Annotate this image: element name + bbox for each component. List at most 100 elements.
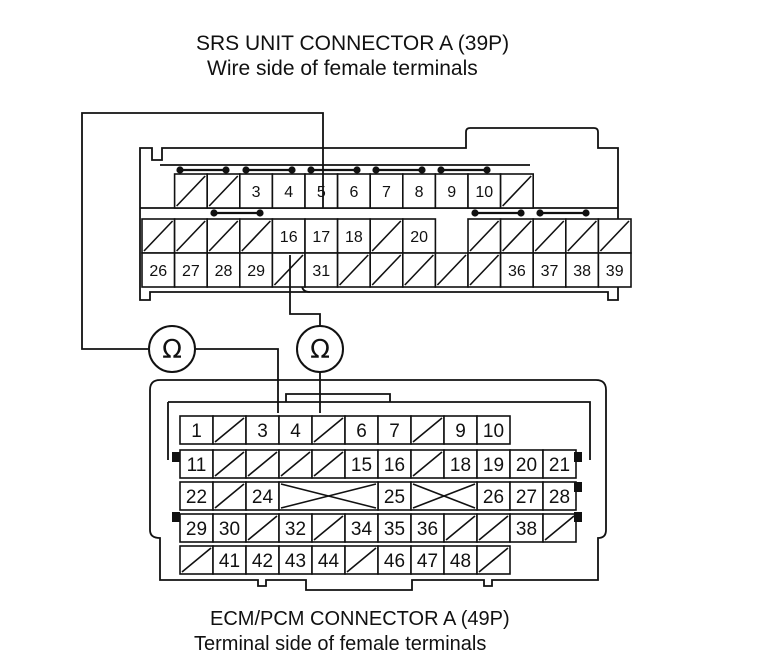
ecm-cell: 41 (212, 545, 247, 575)
ecm-cell: 15 (344, 449, 379, 479)
srs-pin-label: 8 (415, 184, 424, 201)
ecm-pin-label: 20 (516, 455, 537, 476)
ecm-cell: 20 (509, 449, 544, 479)
ecm-blank-slash (214, 417, 245, 443)
ecm-blank-slash (313, 515, 344, 541)
srs-blank-slash (599, 220, 630, 252)
ecm-cell: 1 (179, 415, 214, 445)
srs-cell: 39 (597, 252, 632, 288)
ecm-pin-label: 9 (455, 421, 466, 442)
srs-pin-label: 27 (182, 263, 200, 280)
srs-cell (336, 252, 372, 288)
ecm-cell: 34 (344, 513, 379, 543)
srs-cell (206, 173, 241, 209)
srs-short-bars (176, 166, 590, 217)
ecm-pin-label: 48 (450, 551, 471, 572)
ecm-pin-label: 38 (516, 519, 537, 540)
ecm-pin-label: 32 (285, 519, 306, 540)
ecm-cell (245, 449, 280, 479)
srs-cell (467, 218, 502, 254)
ecm-cell: 47 (410, 545, 445, 575)
ecm-cell: 18 (443, 449, 478, 479)
ecm-cell: 10 (476, 415, 511, 445)
srs-blank-slash (371, 220, 402, 252)
ecm-blank-slash (412, 417, 443, 443)
ecm-cell (410, 449, 445, 479)
ecm-cell: 16 (377, 449, 412, 479)
srs-pin-label: 36 (508, 263, 526, 280)
srs-blank-slash (502, 175, 532, 207)
ecm-cell: 29 (179, 513, 214, 543)
srs-blank-slash (273, 254, 304, 286)
ecm-cell: 6 (344, 415, 379, 445)
ecm-cell: 30 (212, 513, 247, 543)
ecm-pin-label: 3 (257, 421, 268, 442)
ecm-pin-label: 44 (318, 551, 340, 572)
srs-pin-label: 7 (382, 184, 391, 201)
srs-cell (173, 218, 209, 254)
srs-blank-slash (241, 220, 271, 252)
ecm-pin-label: 7 (389, 421, 400, 442)
srs-pin-label: 6 (349, 184, 358, 201)
ecm-pin-label: 1 (191, 421, 202, 442)
ecm-blank-slash (544, 515, 575, 541)
ecm-blank-slash (478, 547, 509, 573)
srs-pin-label: 38 (573, 263, 591, 280)
srs-cell (239, 218, 274, 254)
ecm-pin-label: 15 (351, 455, 372, 476)
srs-cell: 20 (401, 218, 437, 254)
ecm-pin-label: 21 (549, 455, 570, 476)
ecm-pin-label: 43 (285, 551, 306, 572)
ecm-pin-label: 4 (290, 421, 301, 442)
srs-pin-label: 17 (312, 229, 330, 246)
srs-pin-label: 10 (475, 184, 493, 201)
srs-pin-label: 31 (312, 263, 330, 280)
ecm-cell: 21 (542, 449, 577, 479)
srs-blank-slash (176, 175, 206, 207)
srs-cell: 3 (239, 173, 274, 209)
ohm-symbol-1: Ω (162, 335, 182, 365)
srs-cell (564, 218, 600, 254)
ecm-lock-marks (172, 452, 582, 522)
ecm-blank-slash (313, 451, 344, 477)
srs-blank-slash (534, 220, 565, 252)
srs-pin-label: 16 (280, 229, 298, 246)
srs-cell: 17 (304, 218, 339, 254)
ecm-pin-label: 22 (186, 487, 207, 508)
srs-pin-label: 29 (247, 263, 265, 280)
srs-pin-label: 4 (284, 184, 293, 201)
srs-cell (597, 218, 632, 254)
srs-cell: 27 (173, 252, 209, 288)
srs-cell (369, 252, 404, 288)
srs-cell: 5 (304, 173, 339, 209)
ecm-pin-label: 11 (187, 455, 207, 476)
srs-blank-slash (208, 220, 239, 252)
test-leads (81, 112, 324, 413)
ohmmeter-2[interactable]: Ω (296, 325, 344, 373)
srs-cell: 37 (532, 252, 567, 288)
srs-pin-label: 20 (410, 229, 428, 246)
ecm-cell: 48 (443, 545, 478, 575)
srs-blank-slash (404, 254, 434, 286)
ecm-cell: 9 (443, 415, 478, 445)
ecm-pin-label: 27 (516, 487, 537, 508)
ecm-pin-label: 29 (186, 519, 207, 540)
srs-cell (532, 218, 567, 254)
ecm-pin-label: 24 (252, 487, 274, 508)
ecm-pin-label: 41 (219, 551, 240, 572)
srs-cell: 38 (564, 252, 600, 288)
srs-pin-label: 9 (447, 184, 456, 201)
ecm-pin-label: 34 (351, 519, 373, 540)
ecm-cell (179, 545, 214, 575)
srs-cell: 16 (271, 218, 306, 254)
ohmmeter-1[interactable]: Ω (148, 325, 196, 373)
srs-blank-slash (469, 220, 500, 252)
srs-cell (401, 252, 437, 288)
srs-blank-slash (176, 220, 206, 252)
ecm-blank-slash (412, 451, 443, 477)
srs-cell: 31 (304, 252, 339, 288)
srs-cell (271, 252, 306, 288)
srs-cell: 10 (467, 173, 502, 209)
